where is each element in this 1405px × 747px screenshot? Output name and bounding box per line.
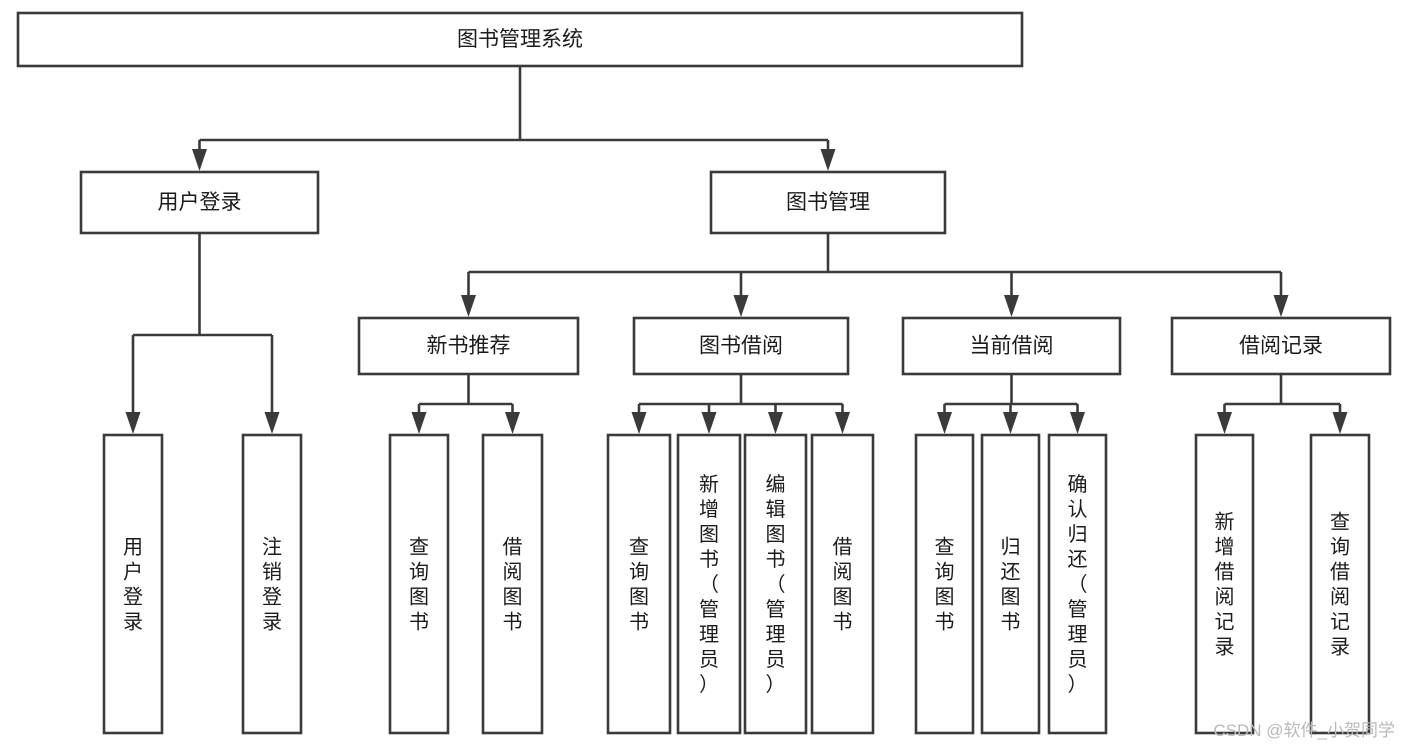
node-box-leaf-query-book-rec (388, 433, 450, 735)
node-leaf-add-book-admin[interactable]: 新增图书（管理员） (676, 433, 742, 735)
node-label-leaf-add-book-admin: 新增图书（管理员） (699, 473, 719, 696)
node-box-leaf-logout (241, 433, 303, 735)
node-leaf-user-login[interactable]: 用户登录 (102, 433, 164, 735)
node-box-leaf-edit-book-admin (743, 433, 808, 735)
node-box-new-book-recommend (357, 316, 580, 376)
node-box-leaf-confirm-return-admin (1047, 433, 1108, 735)
node-leaf-confirm-return-admin[interactable]: 确认归还（管理员） (1047, 433, 1108, 735)
arrow-head-leaf-query-borrow-record (1332, 412, 1348, 434)
node-label-borrow-record: 借阅记录 (1239, 335, 1323, 358)
arrow-head-user-login (192, 149, 207, 171)
node-box-leaf-return-book (980, 433, 1041, 735)
node-box-borrow-record (1170, 316, 1392, 376)
node-box-leaf-query-borrow-record (1309, 433, 1371, 735)
node-label-leaf-query-borrow-record: 查询借阅记录 (1330, 511, 1350, 659)
node-borrow-record[interactable]: 借阅记录 (1170, 316, 1392, 376)
arrow-head-leaf-query-book-rec (411, 412, 427, 434)
node-box-leaf-borrow-book (810, 433, 875, 735)
node-leaf-edit-book-admin[interactable]: 编辑图书（管理员） (743, 433, 808, 735)
arrow-head-leaf-add-borrow-record (1217, 412, 1232, 434)
node-leaf-add-borrow-record[interactable]: 新增借阅记录 (1194, 433, 1255, 735)
arrow-head-leaf-logout (264, 412, 280, 434)
arrow-head-borrow-record (1273, 295, 1289, 317)
arrow-head-leaf-query-book-cur (937, 412, 952, 434)
node-box-book-borrow (632, 316, 850, 376)
arrow-head-leaf-add-book-admin (701, 412, 717, 434)
node-book-management[interactable]: 图书管理 (709, 170, 947, 235)
arrow-head-leaf-query-book-borrow (631, 412, 647, 434)
node-label-leaf-borrow-book: 借阅图书 (833, 536, 853, 634)
node-box-leaf-add-borrow-record (1194, 433, 1255, 735)
node-box-user-login (79, 170, 320, 235)
node-label-leaf-return-book: 归还图书 (1001, 536, 1021, 634)
node-root[interactable]: 图书管理系统 (16, 11, 1024, 68)
node-label-leaf-borrow-book-rec: 借阅图书 (503, 536, 523, 634)
node-label-leaf-add-borrow-record: 新增借阅记录 (1215, 511, 1235, 659)
node-leaf-query-book-cur[interactable]: 查询图书 (914, 433, 975, 735)
node-label-user-login: 用户登录 (158, 191, 242, 214)
node-box-current-borrow (901, 316, 1122, 376)
node-leaf-query-borrow-record[interactable]: 查询借阅记录 (1309, 433, 1371, 735)
node-label-leaf-query-book-cur: 查询图书 (935, 536, 955, 634)
node-label-leaf-user-login: 用户登录 (123, 537, 143, 634)
node-label-book-borrow: 图书借阅 (699, 335, 783, 358)
node-leaf-borrow-book-rec[interactable]: 借阅图书 (481, 433, 544, 735)
node-new-book-recommend[interactable]: 新书推荐 (357, 316, 580, 376)
node-label-leaf-logout: 注销登录 (262, 536, 282, 634)
arrow-head-leaf-user-login (125, 412, 141, 434)
node-label-leaf-query-book-borrow: 查询图书 (629, 536, 649, 634)
node-leaf-return-book[interactable]: 归还图书 (980, 433, 1041, 735)
nodes-layer: 图书管理系统用户登录图书管理新书推荐图书借阅当前借阅借阅记录用户登录注销登录查询… (16, 11, 1392, 735)
arrow-head-current-borrow (1004, 295, 1019, 317)
node-label-book-management: 图书管理 (786, 191, 870, 214)
node-leaf-query-book-rec[interactable]: 查询图书 (388, 433, 450, 735)
node-book-borrow[interactable]: 图书借阅 (632, 316, 850, 376)
node-box-leaf-user-login (102, 433, 164, 735)
node-box-leaf-add-book-admin (676, 433, 742, 735)
node-leaf-query-book-borrow[interactable]: 查询图书 (606, 433, 672, 735)
arrow-head-leaf-return-book (1003, 412, 1018, 434)
node-label-leaf-query-book-rec: 查询图书 (409, 536, 429, 634)
edges-layer (125, 66, 1348, 434)
node-label-root: 图书管理系统 (457, 28, 583, 51)
arrow-head-leaf-borrow-book-rec (505, 412, 520, 434)
node-label-leaf-edit-book-admin: 编辑图书（管理员） (766, 473, 786, 696)
node-box-leaf-query-book-cur (914, 433, 975, 735)
node-current-borrow[interactable]: 当前借阅 (901, 316, 1122, 376)
arrow-head-leaf-edit-book-admin (768, 412, 783, 434)
arrow-head-leaf-borrow-book (835, 412, 850, 434)
node-label-new-book-recommend: 新书推荐 (427, 335, 511, 358)
arrow-head-book-borrow (733, 295, 749, 317)
node-box-leaf-query-book-borrow (606, 433, 672, 735)
node-leaf-borrow-book[interactable]: 借阅图书 (810, 433, 875, 735)
arrow-head-leaf-confirm-return-admin (1070, 412, 1085, 434)
watermark-text: CSDN @软件_小贺同学 (1213, 721, 1395, 740)
node-user-login[interactable]: 用户登录 (79, 170, 320, 235)
node-box-leaf-borrow-book-rec (481, 433, 544, 735)
node-label-leaf-confirm-return-admin: 确认归还（管理员） (1068, 473, 1088, 696)
arrow-head-book-management (820, 149, 836, 171)
arrow-head-new-book-recommend (461, 295, 476, 317)
node-box-root (16, 11, 1024, 68)
node-leaf-logout[interactable]: 注销登录 (241, 433, 303, 735)
node-box-book-management (709, 170, 947, 235)
node-label-current-borrow: 当前借阅 (970, 335, 1054, 358)
